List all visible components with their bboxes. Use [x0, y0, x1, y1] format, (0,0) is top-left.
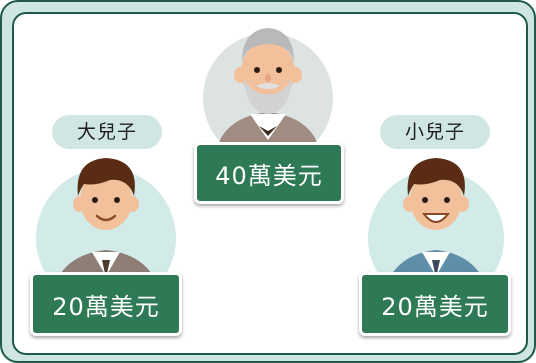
elder-son-amount-badge: 20萬美元	[30, 272, 182, 336]
younger-son-label: 小兒子	[380, 115, 490, 149]
younger-son-amount-badge: 20萬美元	[359, 272, 511, 336]
elder-son-label: 大兒子	[52, 115, 162, 149]
grandfather-amount-badge: 40萬美元	[194, 142, 344, 204]
